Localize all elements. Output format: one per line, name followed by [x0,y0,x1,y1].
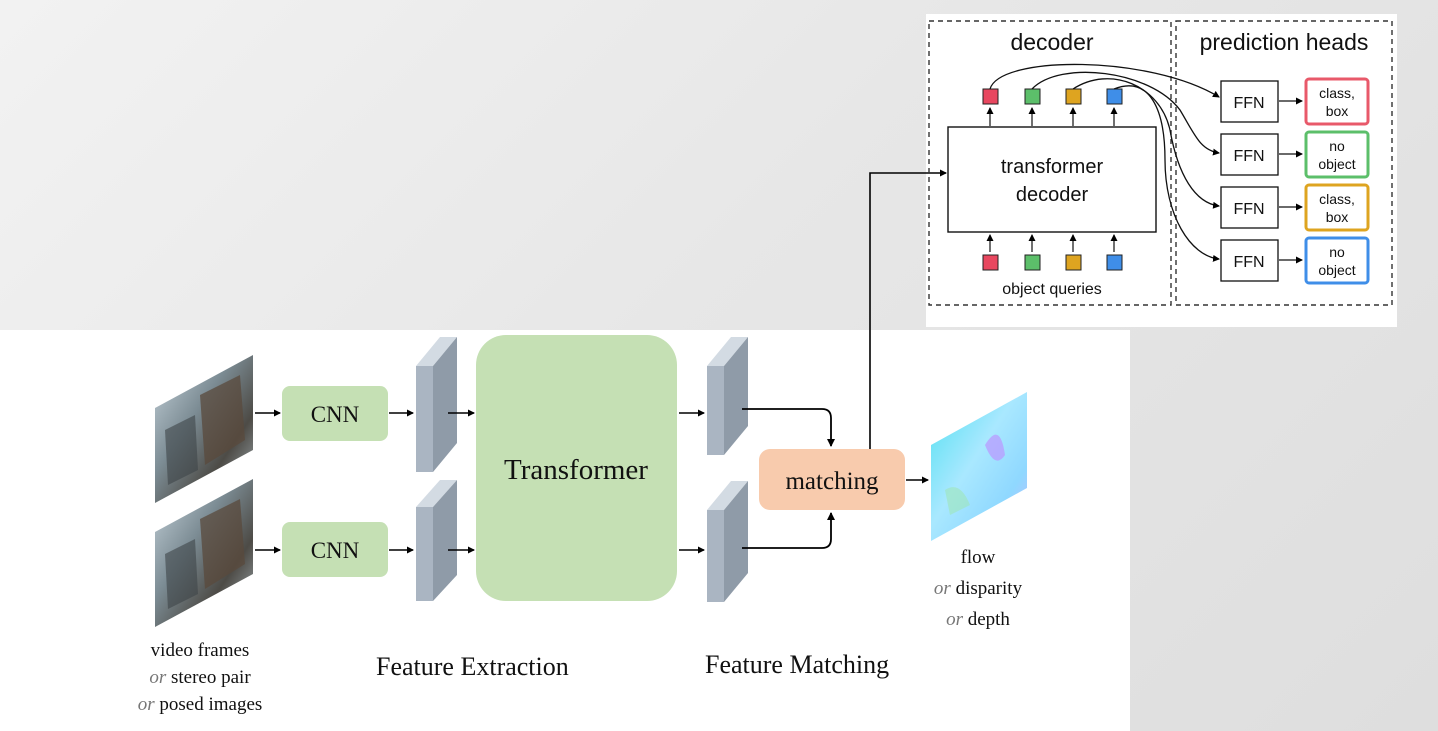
feature-map-cnn-top [416,337,457,472]
cnn-bottom-label: CNN [311,538,360,563]
arrow-bottom-into-matching [742,512,835,549]
output-embedding-3 [1065,88,1082,105]
object-query-4 [1106,254,1123,271]
ffn-box-4 [1220,239,1279,282]
output-3-line1: class, [1319,191,1355,207]
feature-map-transformer-top [707,337,748,455]
ffn-label-4: FFN [1233,254,1264,271]
output-2-line1: no [1329,138,1345,154]
ffn-to-output-arrows [1279,97,1303,264]
output-or-2: or [946,609,963,630]
output-or-1: or [933,578,951,599]
object-queries-label: object queries [1002,281,1102,298]
decoder-up-arrows [986,107,1118,126]
transformer-decoder-box [947,126,1157,233]
transformer-label: Transformer [504,454,648,486]
output-box-4 [1304,236,1370,285]
matching-label: matching [785,468,879,495]
transformer-decoder-line1: transformer [1001,156,1104,178]
transformer-decoder-line2: decoder [1016,184,1089,206]
feature-extraction-label: Feature Extraction [376,652,569,681]
input-frame-bottom [155,479,253,627]
input-caption-line1: video frames [150,640,250,661]
input-frame-top [155,355,253,503]
cnn-box-bottom [282,522,388,577]
ffn-label-3: FFN [1233,201,1264,218]
input-caption-line3: or posed images [110,691,290,718]
output-3-line2: box [1326,209,1349,225]
output-box-2 [1304,130,1370,179]
output-embedding-2 [1024,88,1041,105]
output-box-1 [1304,77,1370,126]
transformer-box [476,335,677,601]
input-posed-images: posed images [159,694,263,715]
feature-map-transformer-bottom [707,481,748,602]
ffn-box-1 [1220,80,1279,123]
cnn-top-label: CNN [311,402,360,427]
output-4-line1: no [1329,244,1345,260]
output-caption-line2: or disparity [898,573,1058,604]
feature-matching-label: Feature Matching [705,650,890,679]
input-stereo-pair: stereo pair [171,667,251,688]
output-caption-line3: or depth [898,604,1058,635]
ffn-box-3 [1220,186,1279,229]
object-query-3 [1065,254,1082,271]
object-query-1 [982,254,999,271]
prediction-heads-title: prediction heads [1200,29,1369,55]
output-embedding-1 [982,88,999,105]
output-1-line1: class, [1319,85,1355,101]
output-4-line2: object [1318,262,1355,278]
feature-map-cnn-bottom [416,480,457,601]
decoder-dashed-frame [928,20,1172,306]
flow-output-image [931,392,1027,541]
output-caption: flow or disparity or depth [898,542,1058,635]
connector-matching-to-decoder [869,169,947,449]
arrow-top-into-matching [742,408,835,447]
ffn-label-1: FFN [1233,95,1264,112]
output-1-line2: box [1326,103,1349,119]
input-caption: video frames or stereo pair or posed ima… [110,637,290,718]
output-embedding-4 [1106,88,1123,105]
query-up-arrows [986,234,1118,252]
input-or-1: or [149,667,167,688]
output-caption-line1: flow [960,547,996,568]
object-query-2 [1024,254,1041,271]
input-or-2: or [137,694,155,715]
ffn-box-2 [1220,133,1279,176]
heads-dashed-frame [1175,20,1393,306]
ffn-label-2: FFN [1233,148,1264,165]
output-depth: depth [967,609,1010,630]
decoder-title: decoder [1010,29,1093,55]
output-2-line2: object [1318,156,1355,172]
input-caption-line2: or stereo pair [110,664,290,691]
output-disparity: disparity [955,578,1023,599]
embedding-to-ffn-arrows [989,63,1220,262]
matching-box [759,449,905,510]
cnn-box-top [282,386,388,441]
output-box-3 [1304,183,1370,232]
